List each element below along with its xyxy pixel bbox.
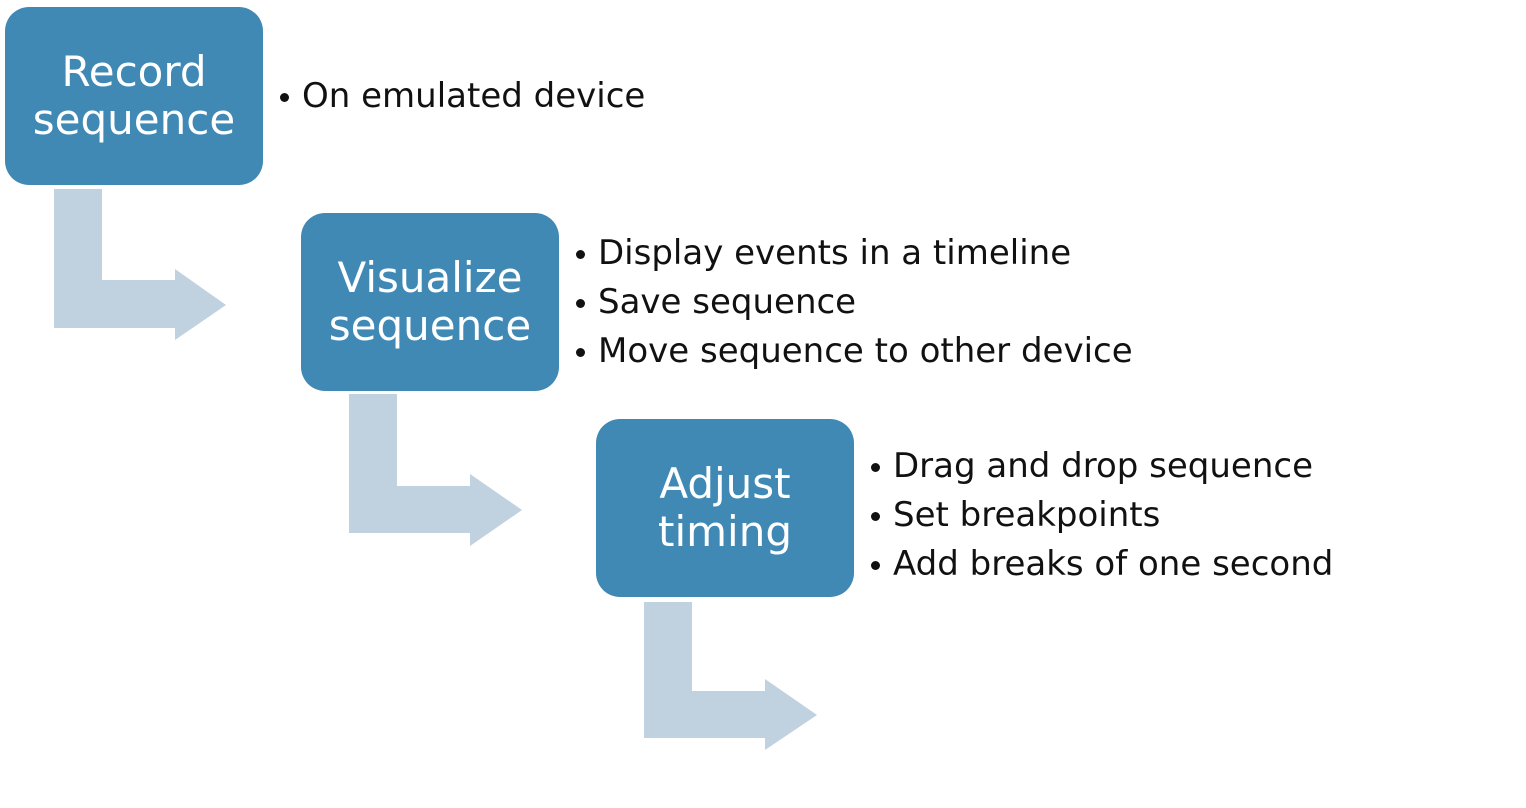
bullet-item: Display events in a timeline [574, 229, 1133, 278]
bent-arrow-3 [644, 602, 817, 750]
step-title-line: sequence [32, 95, 236, 144]
bullet-item: Move sequence to other device [574, 327, 1133, 376]
step-box-record-sequence: Record sequence [5, 7, 263, 185]
step-title: Adjust timing [658, 460, 792, 556]
step-title-line: Visualize [337, 253, 523, 302]
step-title-line: Record [61, 47, 207, 96]
step-2-bullet-list: Display events in a timeline Save sequen… [574, 229, 1133, 376]
step-3-bullet-list: Drag and drop sequence Set breakpoints A… [869, 442, 1333, 589]
bullet-item: On emulated device [278, 72, 645, 121]
bent-arrow-2 [349, 394, 522, 546]
step-1-bullet-list: On emulated device [278, 72, 645, 121]
bullet-item: Save sequence [574, 278, 1133, 327]
step-box-adjust-timing: Adjust timing [596, 419, 854, 597]
bent-arrow-1 [54, 189, 226, 340]
bullet-item: Add breaks of one second [869, 540, 1333, 589]
step-title-line: Adjust [659, 459, 791, 508]
step-title-line: sequence [328, 301, 532, 350]
step-box-visualize-sequence: Visualize sequence [301, 213, 559, 391]
step-title: Visualize sequence [329, 254, 531, 350]
bullet-item: Set breakpoints [869, 491, 1333, 540]
bullet-item: Drag and drop sequence [869, 442, 1333, 491]
step-title: Record sequence [33, 48, 235, 144]
step-title-line: timing [658, 507, 792, 556]
